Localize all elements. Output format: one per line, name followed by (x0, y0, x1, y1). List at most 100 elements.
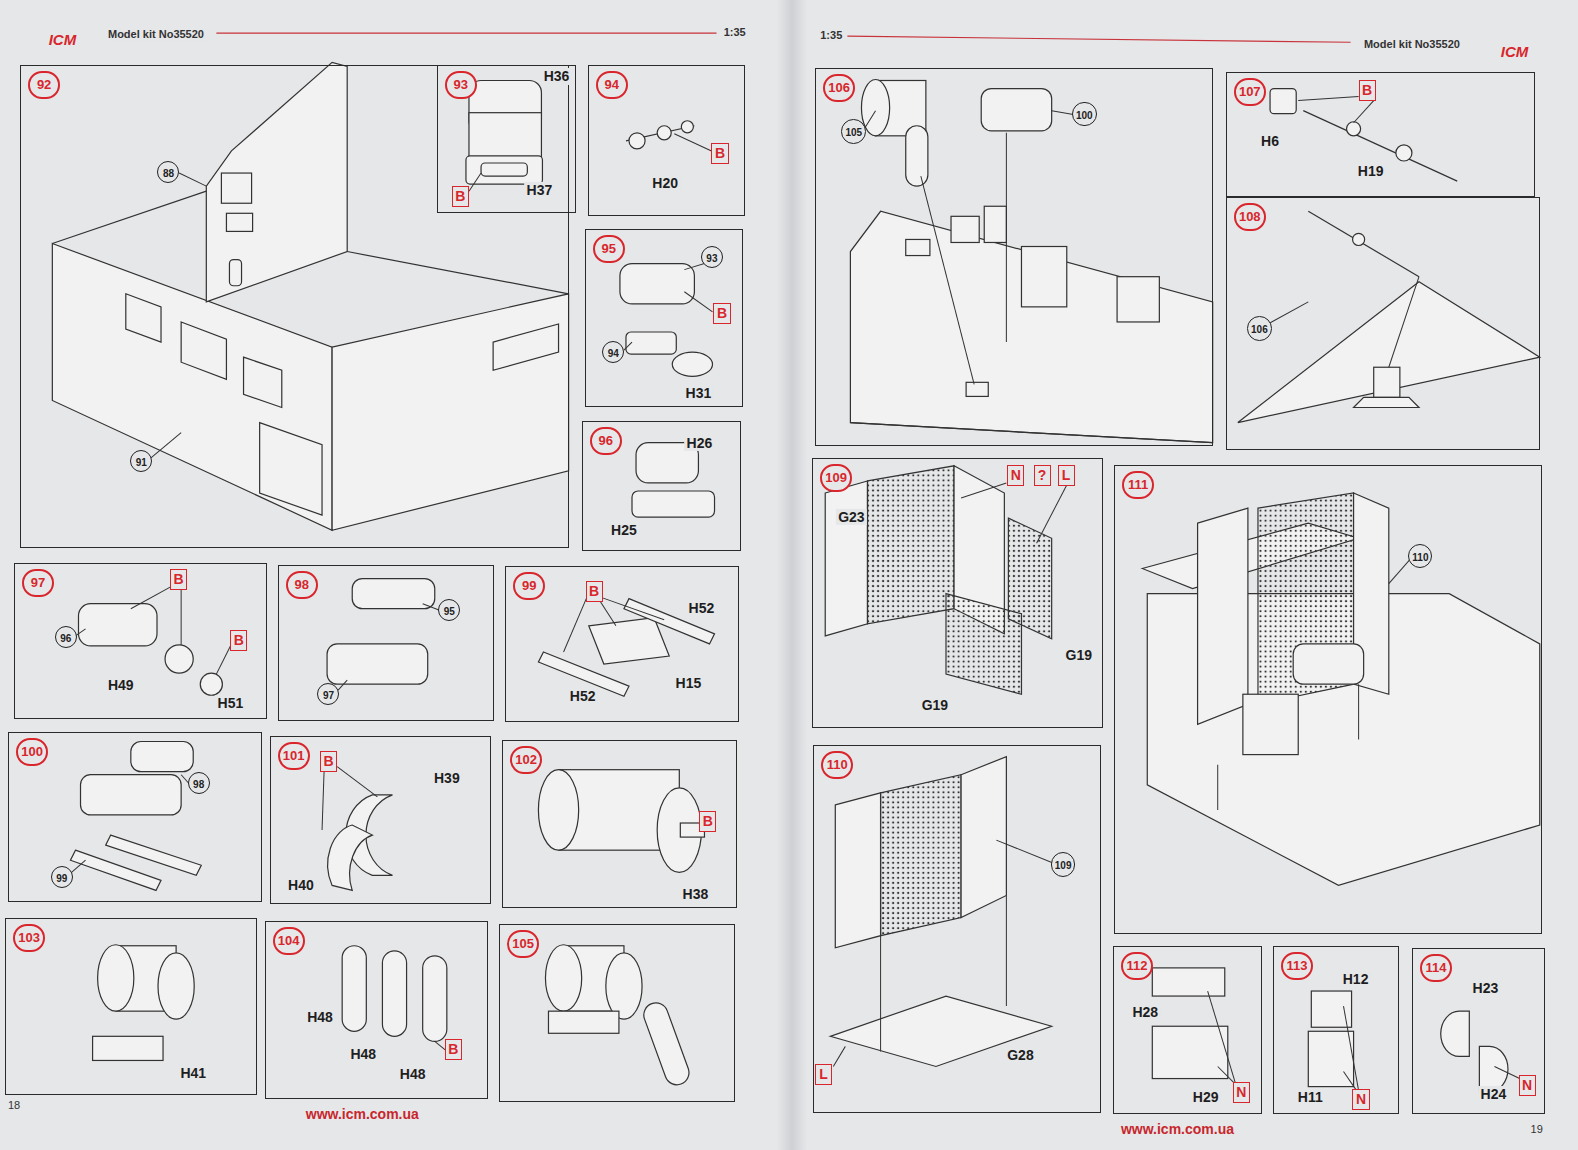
step-panel: 93B (437, 65, 576, 213)
part-name: H19 (1356, 163, 1386, 179)
paint-code: N (1011, 467, 1021, 483)
step-panel: 106 105 100 (815, 68, 1213, 445)
header-text: 1:35 (722, 26, 748, 39)
part-name: H51 (216, 695, 246, 711)
callout-text: 109 (1055, 860, 1072, 871)
step-number: 94 (596, 71, 628, 99)
callout-text: 110 (1412, 552, 1428, 563)
step-panel: 113N (1273, 946, 1399, 1114)
paint-code-box: B (586, 581, 603, 602)
step-panel: 92 88 91 (20, 65, 568, 548)
step-panel: 103 (5, 918, 257, 1095)
step-number: 93 (445, 71, 477, 99)
step-panel: 1009899 (8, 732, 262, 902)
callout-text: 96 (60, 633, 71, 644)
paint-code-box: B (452, 186, 469, 207)
part-name: G23 (836, 509, 866, 525)
callout-number: 88 (157, 161, 179, 183)
callout-text: 99 (56, 873, 67, 884)
step-panel: 108 106 (1226, 197, 1540, 450)
step-panel: 104B (265, 921, 488, 1099)
step-panel: 9593B94 (585, 229, 743, 407)
callout-text: 94 (608, 348, 619, 359)
paint-code-box: B (170, 569, 187, 590)
step-number: 102 (510, 746, 542, 774)
callout-text: 95 (444, 606, 455, 617)
step-panel: 111110 (1114, 465, 1542, 934)
step-number: 104 (273, 927, 305, 955)
paint-code: ? (1038, 467, 1047, 483)
step-panel: 989597 (278, 565, 494, 721)
brand-logo: ICM (47, 32, 79, 49)
step-number: 114 (1420, 954, 1452, 982)
step-number: 92 (28, 71, 60, 99)
step-number: 99 (513, 572, 545, 600)
step-panel: 109N?L (812, 458, 1103, 729)
header-text: 1:35 (818, 29, 844, 42)
callout-number: 109 (1051, 852, 1076, 877)
part-name: H31 (684, 385, 714, 401)
part-name: H26 (685, 435, 715, 451)
brand-logo: ICM (1499, 44, 1531, 61)
paint-code: N (1356, 1091, 1366, 1107)
paint-code-box: B (230, 630, 247, 651)
part-name: H12 (1341, 971, 1371, 987)
part-name: H38 (681, 886, 711, 902)
callout-number: 99 (51, 866, 73, 888)
part-name: H29 (1191, 1089, 1221, 1105)
paint-code-box: B (445, 1039, 462, 1060)
paint-code: N (1522, 1077, 1532, 1093)
paint-code: B (173, 571, 183, 587)
part-name: H52 (568, 688, 598, 704)
website: www.icm.com.ua (304, 1106, 421, 1122)
paint-code-box: ? (1034, 465, 1051, 486)
paint-code: B (715, 145, 725, 161)
part-name: H40 (286, 877, 316, 893)
paint-code: B (589, 583, 599, 599)
part-name: H15 (674, 675, 704, 691)
step-number: 106 (823, 74, 855, 102)
paint-code-box: N (1007, 465, 1024, 486)
step-panel: 110109L (813, 745, 1101, 1113)
part-name: G19 (1064, 647, 1094, 663)
page-number: 19 (1529, 1123, 1545, 1136)
callout-text: 88 (163, 168, 174, 179)
step-panel: 94B (588, 65, 745, 216)
step-panel: 112N (1113, 946, 1262, 1114)
callout-number: 100 (1072, 102, 1097, 127)
paint-code-box: B (711, 143, 728, 164)
paint-code: L (819, 1066, 828, 1082)
step-number: 108 (1234, 203, 1266, 231)
paint-code-box: B (699, 811, 716, 832)
paint-code: B (234, 632, 244, 648)
step-number: 113 (1281, 952, 1313, 980)
callout-text: 93 (706, 253, 717, 264)
paint-code-box: N (1352, 1089, 1369, 1110)
part-name: H24 (1479, 1086, 1509, 1102)
callout-number: 106 (1247, 316, 1272, 341)
callout-text: 105 (845, 127, 862, 138)
step-number: 98 (286, 571, 318, 599)
callout-number: 110 (1408, 544, 1432, 568)
part-name: H48 (348, 1046, 378, 1062)
part-name: H20 (650, 175, 680, 191)
callout-number: 96 (55, 626, 77, 648)
step-number: 95 (593, 235, 625, 263)
paint-code: B (703, 813, 713, 829)
part-name: H49 (106, 677, 136, 693)
paint-code: L (1062, 467, 1071, 483)
step-panel: 102B (502, 740, 736, 908)
part-name: H41 (178, 1064, 208, 1080)
step-number: 112 (1121, 952, 1153, 980)
callout-number: 98 (188, 772, 210, 794)
paint-code-box: L (1058, 465, 1075, 486)
part-name: H23 (1471, 980, 1501, 996)
callout-number: 91 (130, 450, 152, 472)
paint-code: B (448, 1041, 458, 1057)
part-name: H36 (542, 68, 572, 84)
step-panel: 99 B (505, 566, 738, 722)
page-number: 18 (6, 1098, 22, 1111)
header-text: Model kit No35520 (1362, 38, 1462, 51)
callout-number: 93 (701, 246, 723, 268)
